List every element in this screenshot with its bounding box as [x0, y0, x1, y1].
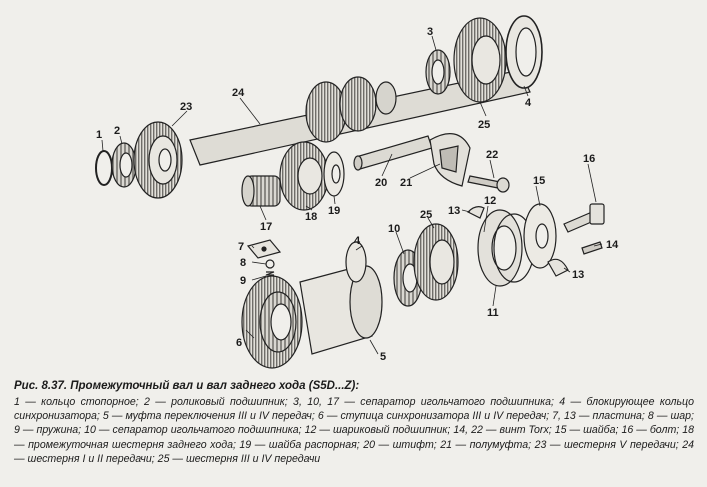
callout-7: 7 [238, 241, 244, 253]
callout-5: 5 [380, 351, 386, 363]
leader-lines [101, 35, 603, 355]
callout-4-lower: 4 [354, 235, 361, 247]
callout-12: 12 [484, 195, 496, 207]
callout-16: 16 [583, 153, 595, 165]
gear-third-fourth-upper [453, 17, 507, 103]
countershaft-assembly [95, 15, 543, 199]
bolt [563, 203, 605, 233]
gear-fifth [133, 121, 183, 199]
figure-caption-legend: 1 — кольцо стопорное; 2 — роликовый подш… [14, 396, 694, 465]
callout-1: 1 [96, 129, 102, 141]
shift-sleeve [299, 265, 383, 355]
callout-4-upper: 4 [525, 97, 532, 109]
plate-small [246, 239, 282, 259]
washer [523, 203, 557, 269]
spacer-washer [323, 151, 345, 197]
callout-13-lower: 13 [572, 269, 584, 281]
needle-bearing-cage-upper [425, 49, 451, 95]
plate-curved-lower [547, 258, 569, 277]
plate-curved-upper [466, 206, 485, 219]
callout-6: 6 [236, 337, 242, 349]
callout-25-lower: 25 [420, 209, 432, 221]
ball [265, 259, 275, 269]
blocking-ring-lower [345, 241, 367, 283]
pin [353, 135, 433, 171]
callout-11: 11 [487, 307, 499, 319]
circlip [95, 150, 113, 186]
gear-first-second [305, 76, 397, 143]
callout-23: 23 [180, 101, 192, 113]
synchro-hub [241, 275, 303, 369]
figure-caption-title: Рис. 8.37. Промежуточный вал и вал задне… [14, 380, 360, 392]
callout-labels: 1 2 23 24 3 4 25 22 20 21 19 18 17 16 15… [96, 26, 619, 363]
callout-17: 17 [260, 221, 272, 233]
exploded-view-drawing: 1 2 23 24 3 4 25 22 20 21 19 18 17 16 15… [95, 15, 619, 369]
callout-8: 8 [240, 257, 246, 269]
torx-screw-lower [581, 241, 603, 255]
callout-9: 9 [240, 275, 246, 287]
reverse-idler-gear [279, 141, 329, 211]
roller-bearing [111, 142, 137, 188]
callout-19: 19 [328, 205, 340, 217]
callout-15: 15 [533, 175, 545, 187]
callout-22: 22 [486, 149, 498, 161]
ball-bearing [477, 209, 535, 287]
callout-20: 20 [375, 177, 387, 189]
half-coupling [429, 133, 471, 187]
blocking-ring-upper [505, 15, 543, 89]
torx-screw-upper [467, 175, 510, 193]
callout-25-upper: 25 [478, 119, 490, 131]
gear-third-fourth-lower [413, 223, 459, 301]
needle-bearing-cage-small [241, 175, 281, 207]
callout-13-upper: 13 [448, 205, 460, 217]
callout-14: 14 [606, 239, 619, 251]
callout-3: 3 [427, 26, 433, 38]
callout-24: 24 [232, 87, 245, 99]
callout-21: 21 [400, 177, 412, 189]
reverse-shaft-assembly [241, 203, 605, 369]
callout-10: 10 [388, 223, 400, 235]
callout-18: 18 [305, 211, 317, 223]
callout-2: 2 [114, 125, 120, 137]
